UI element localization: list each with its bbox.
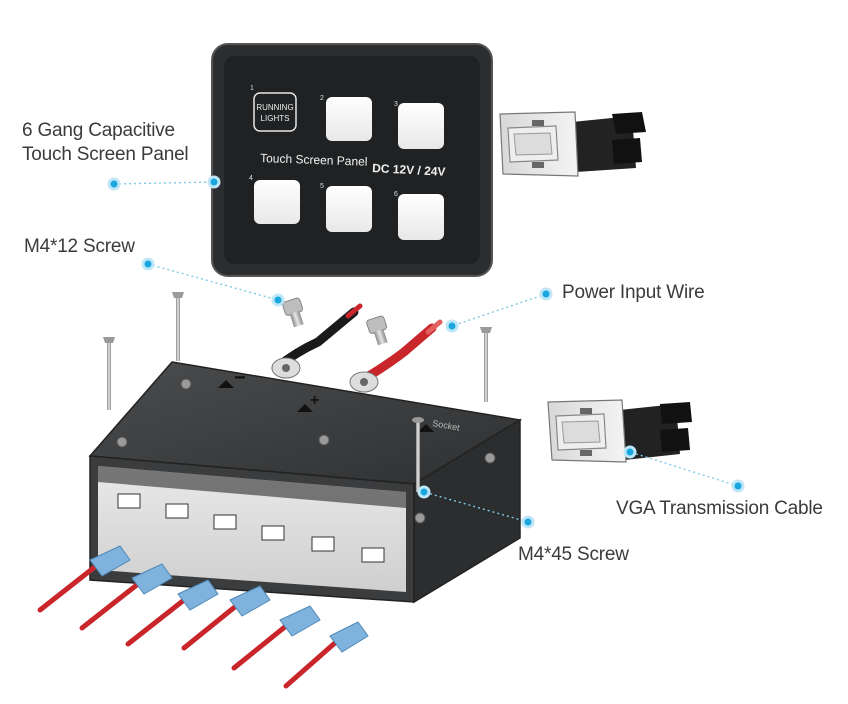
box-minus-sign: − (234, 367, 246, 389)
panel-button-number-6: 6 (394, 191, 398, 198)
panel-button-face (326, 97, 372, 141)
box-socket-label: Socket (432, 418, 461, 433)
leader-m4x45 (423, 491, 529, 523)
output-wires (37, 545, 369, 689)
touch-panel: 1 RUNNING LIGHTS 2 3 Touch Screen Panel … (211, 43, 493, 277)
panel-button-frame (253, 92, 297, 132)
callout-leaders (113, 181, 739, 523)
short-screws (282, 297, 388, 346)
panel-button-3: 3 (394, 101, 444, 149)
callout-m4x45: M4*45 Screw (518, 544, 629, 565)
box-terminals (117, 493, 385, 563)
panel-button-face (326, 186, 372, 232)
panel-button-1-line2: LIGHTS (261, 114, 290, 123)
panel-button-5: 5 (320, 183, 372, 232)
panel-button-number-5: 5 (320, 183, 324, 190)
panel-button-face (254, 180, 300, 224)
box-side (413, 418, 521, 604)
panel-button-number-3: 3 (394, 101, 398, 108)
callout-dots (107, 175, 745, 529)
leader-panel (113, 181, 215, 185)
panel-button-4: 4 (249, 175, 300, 224)
panel-button-1-line1: RUNNING (256, 103, 293, 112)
callout-panel-line1: 6 Gang Capacitive (22, 120, 175, 141)
panel-button-number-2: 2 (320, 95, 324, 102)
vga-connector-bottom (547, 399, 692, 463)
panel-voltage: DC 12V / 24V (372, 161, 446, 179)
leader-vga (629, 451, 739, 487)
power-input-wires (271, 303, 443, 393)
long-screws (103, 292, 492, 410)
panel-button-face (398, 194, 444, 240)
panel-button-6: 6 (394, 191, 444, 240)
control-box: − + Socket (88, 361, 523, 604)
leader-power (451, 293, 547, 327)
box-corner-holes (116, 378, 496, 524)
callout-vga-cable: VGA Transmission Cable (616, 498, 823, 519)
box-plus-sign: + (310, 392, 319, 409)
panel-title: Touch Screen Panel (260, 151, 368, 169)
callout-panel-line2: Touch Screen Panel (22, 144, 189, 165)
callout-power-input-wire: Power Input Wire (562, 282, 705, 303)
panel-button-face (398, 103, 444, 149)
panel-button-2: 2 (320, 95, 372, 141)
vga-connector-top (499, 111, 646, 177)
panel-button-1: 1 RUNNING LIGHTS (250, 85, 297, 132)
panel-button-number-4: 4 (249, 175, 253, 182)
panel-button-number-1: 1 (250, 85, 254, 92)
callout-m4x12: M4*12 Screw (24, 236, 135, 257)
